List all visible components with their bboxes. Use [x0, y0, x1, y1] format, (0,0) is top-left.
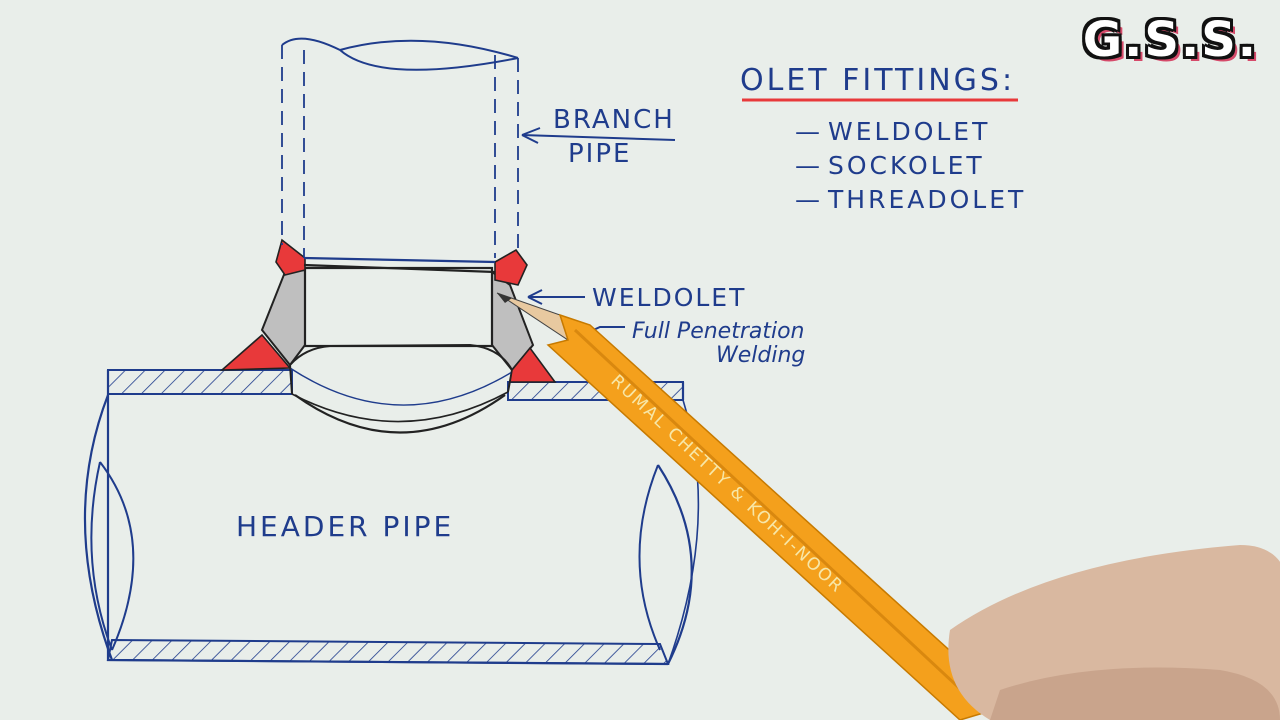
pencil-imprint: RUMAL CHETTY & KOH-I-NOOR — [607, 371, 848, 598]
callout-arrows — [521, 127, 676, 346]
hand — [948, 545, 1280, 720]
branch-pipe — [281, 37, 519, 274]
weldolet-label: WELDOLET — [592, 283, 746, 312]
svg-text:—: — — [795, 185, 822, 214]
header-pipe-label: HEADER PIPE — [236, 510, 454, 543]
channel-logo: G.S.S. — [1082, 12, 1258, 68]
list-item: WELDOLET — [828, 117, 990, 146]
welding-label: Welding — [716, 343, 805, 368]
list-item: SOCKOLET — [828, 151, 985, 180]
branch-pipe-label: BRANCH — [553, 105, 675, 135]
welds — [219, 238, 557, 383]
branch-pipe-label-2: PIPE — [568, 139, 631, 169]
pencil — [496, 292, 1012, 720]
svg-text:—: — — [795, 117, 822, 146]
full-penetration-label: Full Penetration — [632, 319, 805, 344]
list-item: THREADOLET — [827, 185, 1026, 214]
olet-fittings-title: OLET FITTINGS: — [740, 63, 1015, 98]
svg-text:—: — — [795, 151, 822, 180]
weldolet-body — [260, 266, 535, 434]
